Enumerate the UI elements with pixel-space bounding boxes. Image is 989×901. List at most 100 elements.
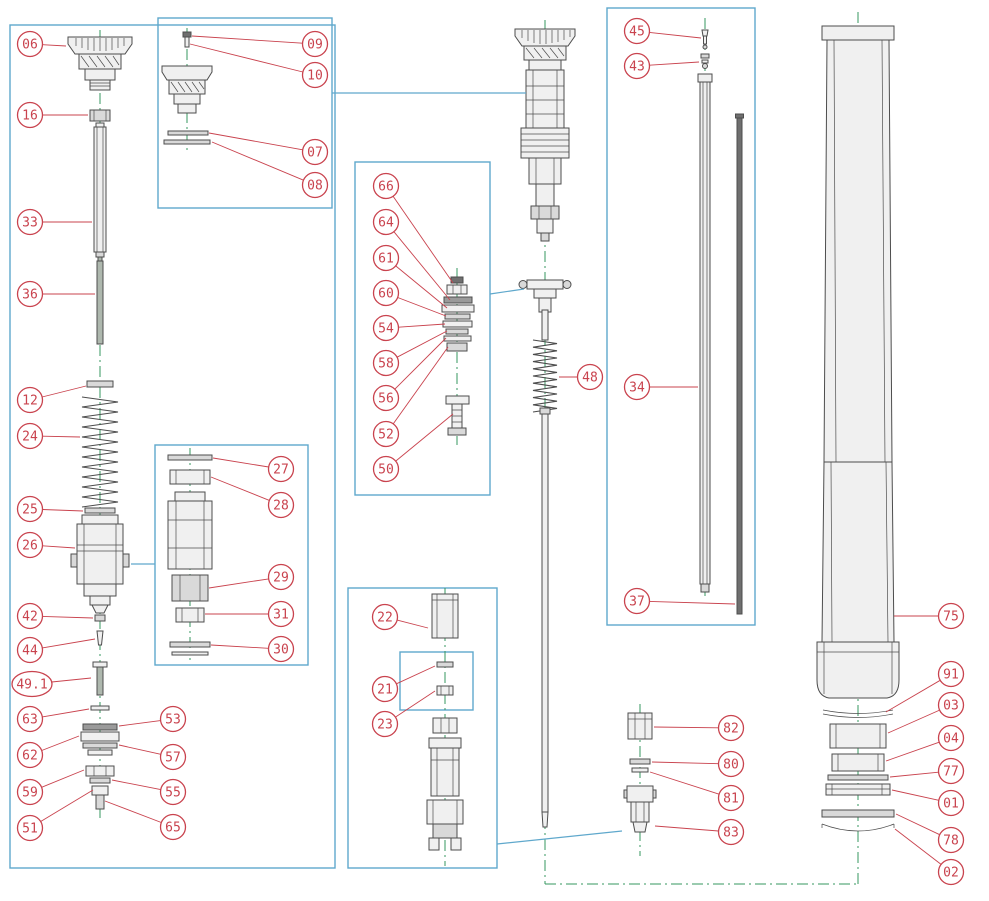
rebound-rod [96, 256, 104, 345]
callout-balloon [937, 602, 965, 630]
callout-label: 77 [943, 765, 959, 780]
leader-80 [651, 761, 719, 765]
callout-59: 59 [16, 778, 44, 806]
callout-16: 16 [16, 101, 44, 129]
callout-83: 83 [717, 818, 745, 846]
leader-21 [396, 665, 436, 685]
callout-label: 50 [378, 463, 394, 478]
callout-label: 16 [22, 109, 38, 124]
callout-42: 42 [16, 602, 44, 630]
callout-balloon [301, 61, 329, 89]
callout-balloon [717, 750, 745, 778]
leader-66 [392, 196, 454, 284]
callout-66: 66 [372, 172, 400, 200]
callout-balloon [937, 757, 965, 785]
leader-59 [41, 769, 85, 788]
callout-61: 61 [372, 244, 400, 272]
callout-75: 75 [937, 602, 965, 630]
leader-91 [885, 679, 941, 713]
piston-rod [539, 309, 551, 828]
callout-label: 33 [22, 216, 38, 231]
callout-label: 29 [273, 571, 289, 586]
spring-collar [84, 507, 116, 514]
callout-50: 50 [372, 455, 400, 483]
callout-balloon [16, 778, 44, 806]
callout-balloon [576, 363, 604, 391]
leader-02 [894, 828, 942, 865]
base-valve-detail-drawing [426, 593, 464, 851]
callout-36: 36 [16, 280, 44, 308]
callout-07: 07 [301, 138, 329, 166]
leader-12 [41, 385, 87, 398]
callout-label: 22 [377, 611, 393, 626]
leader-24 [42, 435, 81, 438]
leader-65 [104, 800, 162, 823]
callout-label: 62 [22, 749, 38, 764]
main-left-detail-box [9, 24, 336, 869]
callout-10: 10 [301, 61, 329, 89]
callout-55: 55 [159, 778, 187, 806]
leader-23 [395, 690, 436, 718]
leader-54 [398, 323, 446, 328]
piston-detail-drawing [167, 454, 213, 656]
leader-03 [887, 709, 940, 734]
callout-label: 03 [943, 699, 959, 714]
callout-balloon [16, 208, 44, 236]
leader-28 [210, 476, 270, 501]
callout-label: 63 [22, 713, 38, 728]
callout-balloon [937, 724, 965, 752]
callout-balloon [16, 280, 44, 308]
callout-balloon [159, 778, 187, 806]
cap-detail-box [157, 17, 333, 209]
callout-54: 54 [372, 314, 400, 342]
callout-label: 45 [629, 25, 645, 40]
leader-81 [649, 771, 720, 795]
leader-04 [885, 741, 940, 762]
callout-balloon [16, 495, 44, 523]
callout-balloon [371, 603, 399, 631]
callout-57: 57 [159, 743, 187, 771]
callout-label: 07 [307, 146, 323, 161]
leader-08 [211, 141, 304, 181]
callout-label: 04 [943, 732, 959, 747]
callout-label: 01 [943, 797, 959, 812]
leader-42 [42, 615, 94, 619]
callout-label: 12 [22, 394, 38, 409]
callout-label: 83 [723, 826, 739, 841]
callout-label: 28 [273, 499, 289, 514]
leader-25 [42, 509, 84, 512]
callout-label: 65 [165, 821, 181, 836]
callout-78: 78 [937, 826, 965, 854]
callout-balloon [372, 244, 400, 272]
leader-43 [649, 61, 700, 66]
callout-balloon [16, 422, 44, 450]
compression-adjuster-parts [623, 712, 657, 833]
leader-61 [395, 265, 448, 309]
base-valve-detail-box [347, 587, 498, 869]
callout-balloon [301, 138, 329, 166]
callout-label: 75 [943, 610, 959, 625]
piston-detail-box [154, 444, 309, 666]
callout-balloon [159, 813, 187, 841]
callout-37: 37 [623, 587, 651, 615]
callout-balloon [159, 705, 187, 733]
spring-seat-washer [86, 380, 114, 388]
callout-label: 56 [378, 392, 394, 407]
leader-62 [41, 735, 80, 751]
callout-balloon [717, 714, 745, 742]
leader-83 [654, 825, 719, 832]
leader-06 [42, 44, 67, 47]
callout-25: 25 [16, 495, 44, 523]
callouts-layer: 0616333612242526424449.16362595153575565… [11, 17, 965, 886]
leader-29 [208, 578, 269, 589]
fork-cap [67, 36, 133, 91]
leader-45 [649, 31, 702, 39]
callout-label: 54 [378, 322, 394, 337]
callout-balloon [16, 101, 44, 129]
callout-23: 23 [371, 710, 399, 738]
callout-01: 01 [937, 789, 965, 817]
pushrod-detail-box [606, 7, 756, 626]
callout-80: 80 [717, 750, 745, 778]
callout-label: 30 [273, 643, 289, 658]
callout-label: 66 [378, 180, 394, 195]
